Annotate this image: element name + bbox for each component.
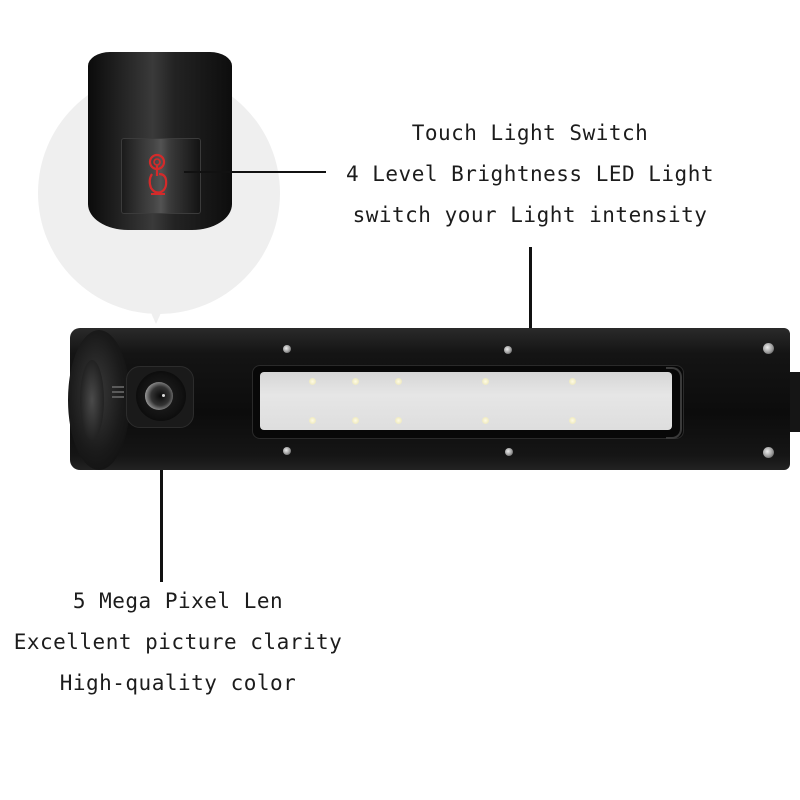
annotation-line: 5 Mega Pixel Len bbox=[72, 589, 284, 613]
annotation-line: Excellent picture clarity bbox=[13, 630, 343, 654]
led-bracket bbox=[666, 367, 682, 439]
annotation-line: Touch Light Switch bbox=[411, 121, 649, 145]
camera-annotation: 5 Mega Pixel Len Excellent picture clari… bbox=[0, 581, 356, 704]
led-icon bbox=[569, 378, 576, 385]
led-icon bbox=[352, 417, 359, 424]
led-icon bbox=[309, 378, 316, 385]
led-icon bbox=[482, 417, 489, 424]
screw-icon bbox=[283, 447, 291, 455]
led-icon bbox=[569, 417, 576, 424]
lamp-arm-joint bbox=[790, 372, 800, 432]
annotation-line: switch your Light intensity bbox=[352, 203, 708, 227]
screw-icon bbox=[763, 343, 774, 354]
screw-icon bbox=[504, 346, 512, 354]
camera-leader-line bbox=[160, 410, 163, 582]
zoom-callout-pointer bbox=[140, 288, 172, 324]
led-icon bbox=[482, 378, 489, 385]
led-icon bbox=[395, 417, 402, 424]
led-leader-line bbox=[529, 247, 532, 397]
screw-icon bbox=[505, 448, 513, 456]
led-light-panel bbox=[260, 372, 672, 430]
end-cap-highlight bbox=[80, 360, 104, 440]
annotation-line: High-quality color bbox=[59, 671, 297, 695]
camera-lens-icon bbox=[145, 382, 173, 410]
led-icon bbox=[309, 417, 316, 424]
touch-switch-pad bbox=[121, 138, 201, 214]
annotation-line: 4 Level Brightness LED Light bbox=[345, 162, 714, 186]
touch-switch-leader-line bbox=[184, 171, 326, 173]
touch-switch-annotation: Touch Light Switch 4 Level Brightness LE… bbox=[330, 113, 730, 236]
vent-slots-icon bbox=[112, 386, 124, 406]
screw-icon bbox=[283, 345, 291, 353]
led-icon bbox=[352, 378, 359, 385]
screw-icon bbox=[763, 447, 774, 458]
lens-highlight bbox=[162, 394, 165, 397]
led-icon bbox=[395, 378, 402, 385]
touch-finger-icon bbox=[148, 153, 168, 195]
